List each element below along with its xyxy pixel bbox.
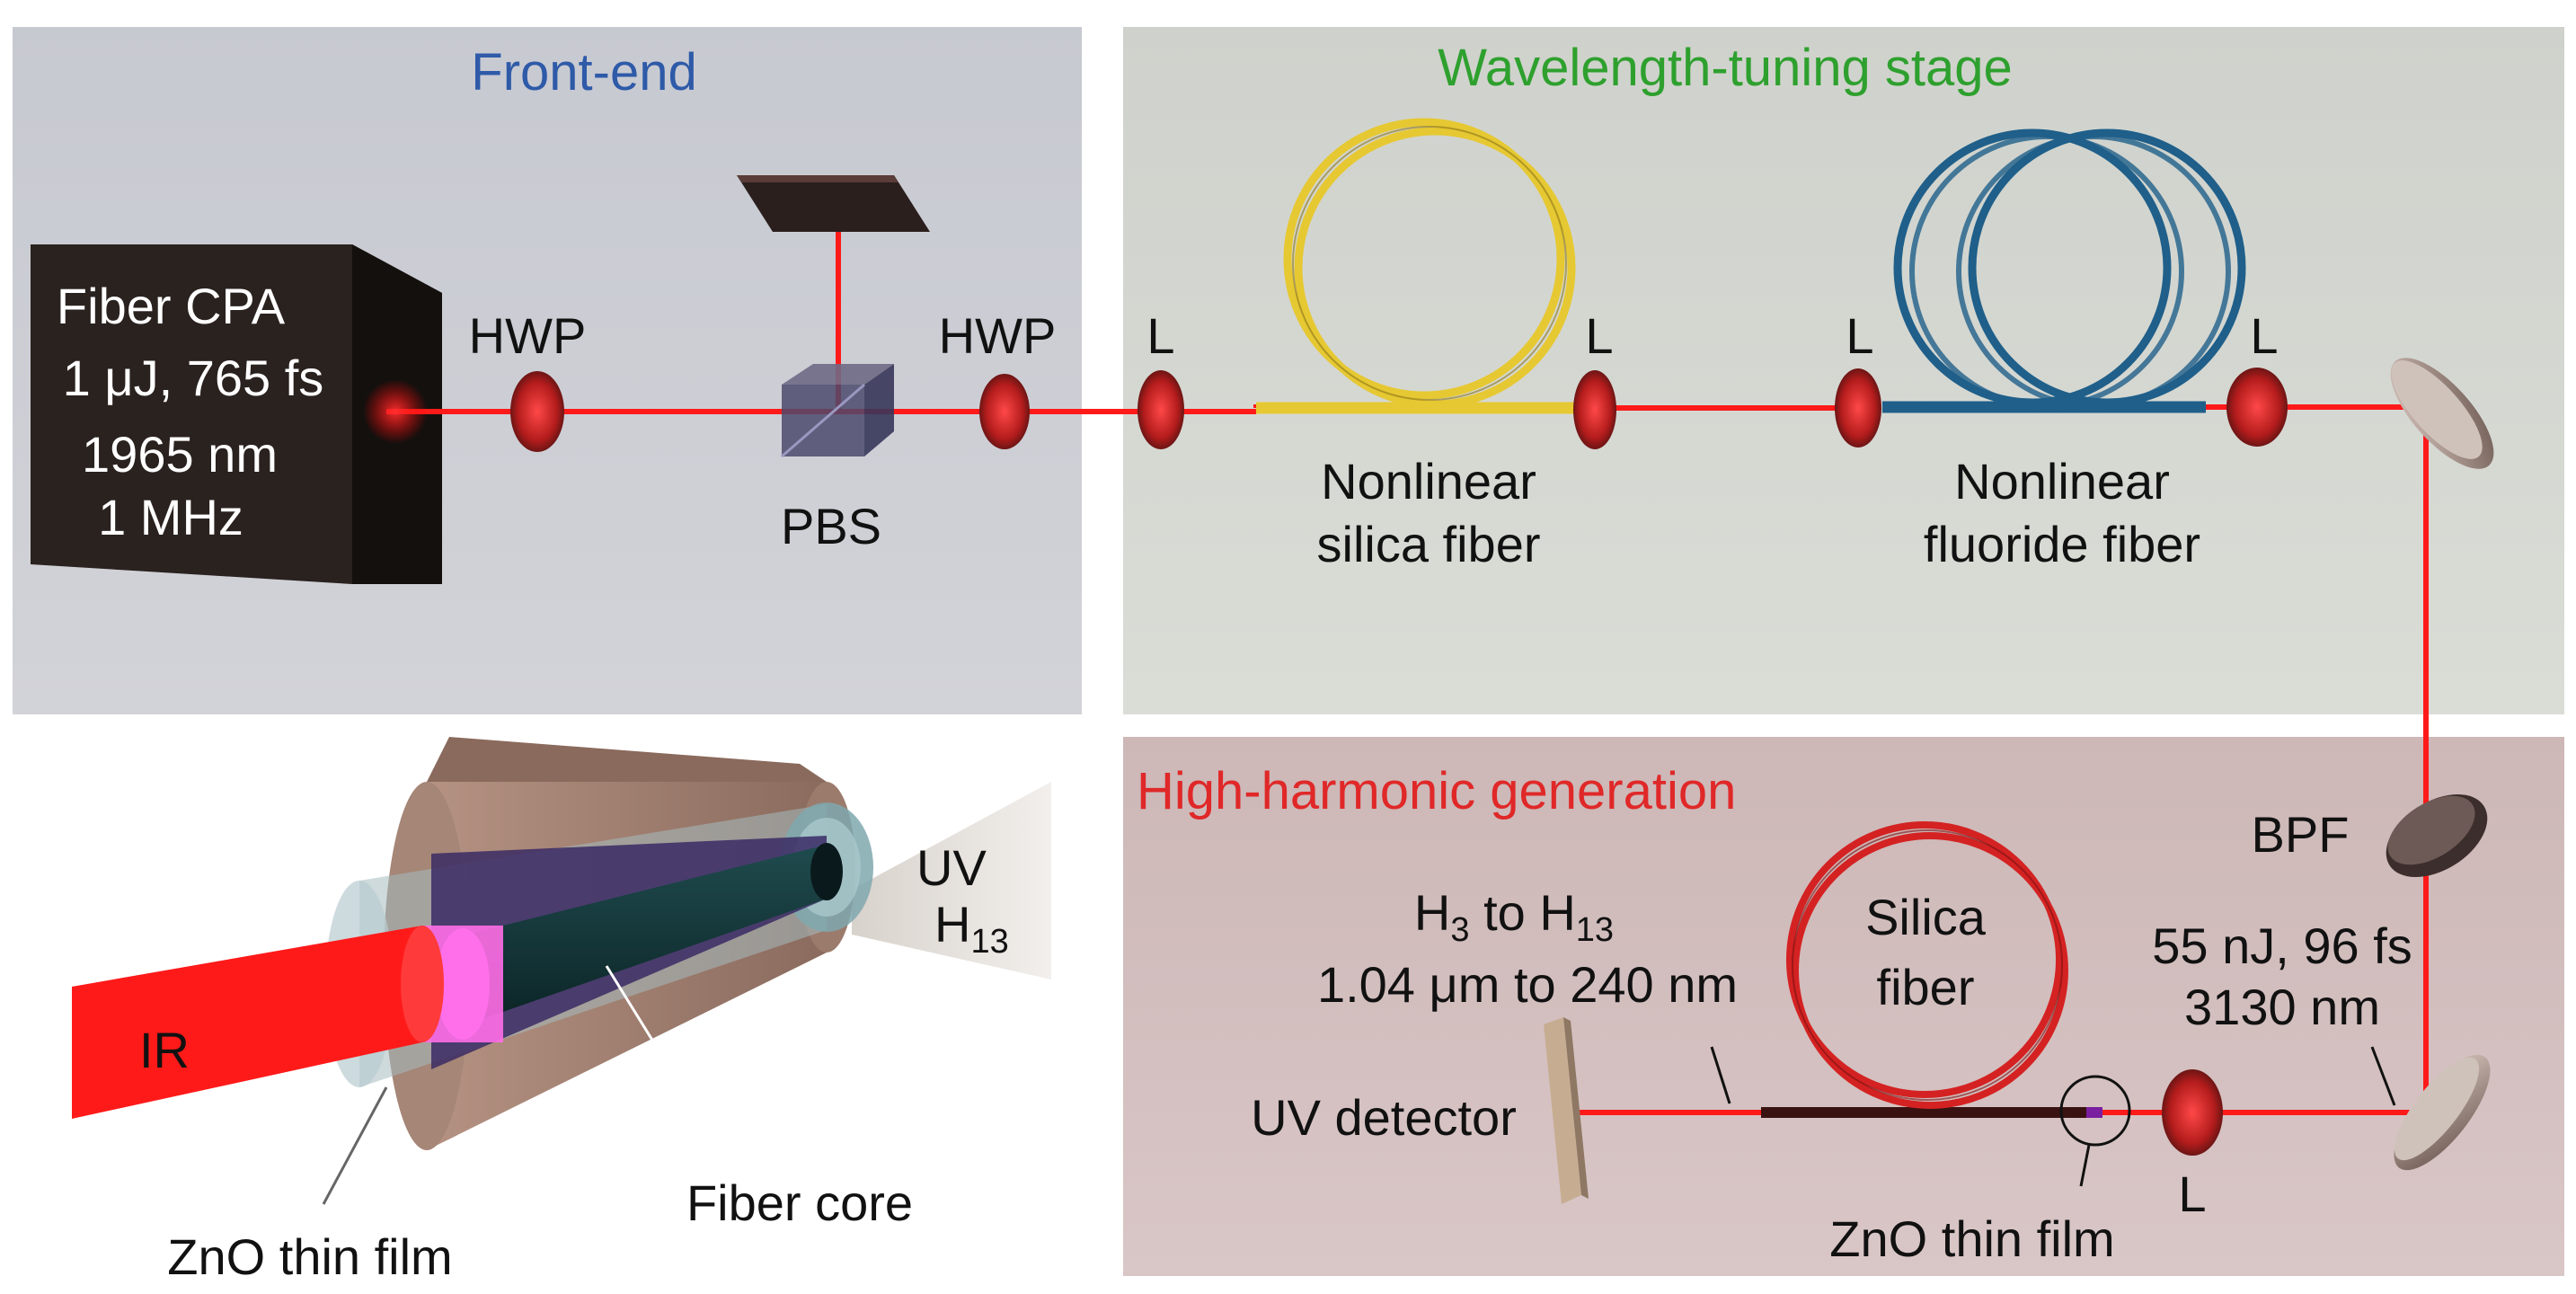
- lens-2: L: [1573, 307, 1616, 449]
- svg-text:HWP: HWP: [469, 307, 587, 364]
- svg-text:Nonlinear: Nonlinear: [1321, 453, 1536, 510]
- svg-text:L: L: [2178, 1165, 2206, 1222]
- svg-text:fiber: fiber: [1877, 959, 1975, 1015]
- inset-fiber-core-label: Fiber core: [686, 1174, 913, 1231]
- uv-detector: UV detector: [1251, 1017, 1589, 1204]
- bandpass-filter: BPF: [2252, 793, 2488, 878]
- cpa-output-glow: [363, 379, 428, 444]
- svg-text:HWP: HWP: [939, 307, 1057, 364]
- folding-mirror-bottom: [2394, 1054, 2491, 1171]
- svg-text:L: L: [1846, 307, 1873, 364]
- pulse-pointer: [2370, 1046, 2396, 1106]
- harmonics-annotation: H3 to H13 1.04 μm to 240 nm: [1317, 884, 1738, 1104]
- svg-text:L: L: [1146, 307, 1174, 364]
- lens-4: L: [2226, 307, 2288, 447]
- inset-zno-label: ZnO thin film: [167, 1228, 452, 1285]
- svg-text:H3 to H13: H3 to H13: [1414, 884, 1614, 949]
- front-end-title: Front-end: [471, 43, 696, 102]
- pbs-reflection-mirror: [737, 175, 930, 232]
- wavelength-tuning-panel: [1123, 27, 2564, 714]
- nonlinear-silica-fiber: Nonlinear silica fiber: [1256, 118, 1589, 572]
- svg-text:BPF: BPF: [2252, 806, 2350, 863]
- svg-text:ZnO thin film: ZnO thin film: [1829, 1210, 2114, 1267]
- nonlinear-fluoride-fiber: Nonlinear fluoride fiber: [1882, 129, 2246, 572]
- cpa-line-2: 1 μJ, 765 fs: [63, 350, 324, 406]
- zno-film-marker: ZnO thin film: [1829, 1075, 2131, 1267]
- svg-text:fluoride fiber: fluoride fiber: [1924, 516, 2200, 572]
- pbs-cube: PBS: [781, 364, 894, 554]
- inset-h13-label: H13: [934, 896, 1009, 961]
- inset-uv-label: UV: [916, 839, 987, 896]
- cpa-line-4: 1 MHz: [98, 489, 243, 545]
- hhg-title: High-harmonic generation: [1137, 762, 1736, 820]
- inset-ir-label: IR: [139, 1022, 190, 1078]
- cpa-line-1: Fiber CPA: [57, 278, 286, 334]
- svg-text:L: L: [1585, 307, 1613, 364]
- svg-text:L: L: [2250, 307, 2278, 364]
- pulse-line-2: 3130 nm: [2184, 979, 2380, 1035]
- hhg-panel: [1123, 737, 2564, 1276]
- hwp-1: HWP: [469, 307, 587, 452]
- svg-text:silica fiber: silica fiber: [1317, 516, 1541, 572]
- svg-text:UV detector: UV detector: [1251, 1089, 1517, 1146]
- fiber-cpa-laser: Fiber CPA 1 μJ, 765 fs 1965 nm 1 MHz: [31, 244, 442, 584]
- svg-text:PBS: PBS: [781, 498, 881, 554]
- lens-1: L: [1138, 307, 1184, 449]
- svg-text:Silica: Silica: [1865, 889, 1987, 945]
- svg-text:1.04 μm to 240 nm: 1.04 μm to 240 nm: [1317, 956, 1738, 1013]
- folding-mirror-top: [2390, 358, 2494, 469]
- cpa-line-3: 1965 nm: [82, 426, 278, 483]
- pulse-line-1: 55 nJ, 96 fs: [2152, 917, 2412, 974]
- silica-fiber-hhg: Silica fiber: [1761, 821, 2102, 1118]
- wavelength-tuning-title: Wavelength-tuning stage: [1438, 39, 2012, 97]
- fiber-tip-inset: IR UV H13 Fiber core ZnO thin film: [72, 737, 1051, 1285]
- hwp-2: HWP: [939, 307, 1057, 449]
- lens-3: L: [1835, 307, 1881, 448]
- svg-text:Nonlinear: Nonlinear: [1954, 453, 2170, 510]
- lens-5: L: [2162, 1069, 2223, 1222]
